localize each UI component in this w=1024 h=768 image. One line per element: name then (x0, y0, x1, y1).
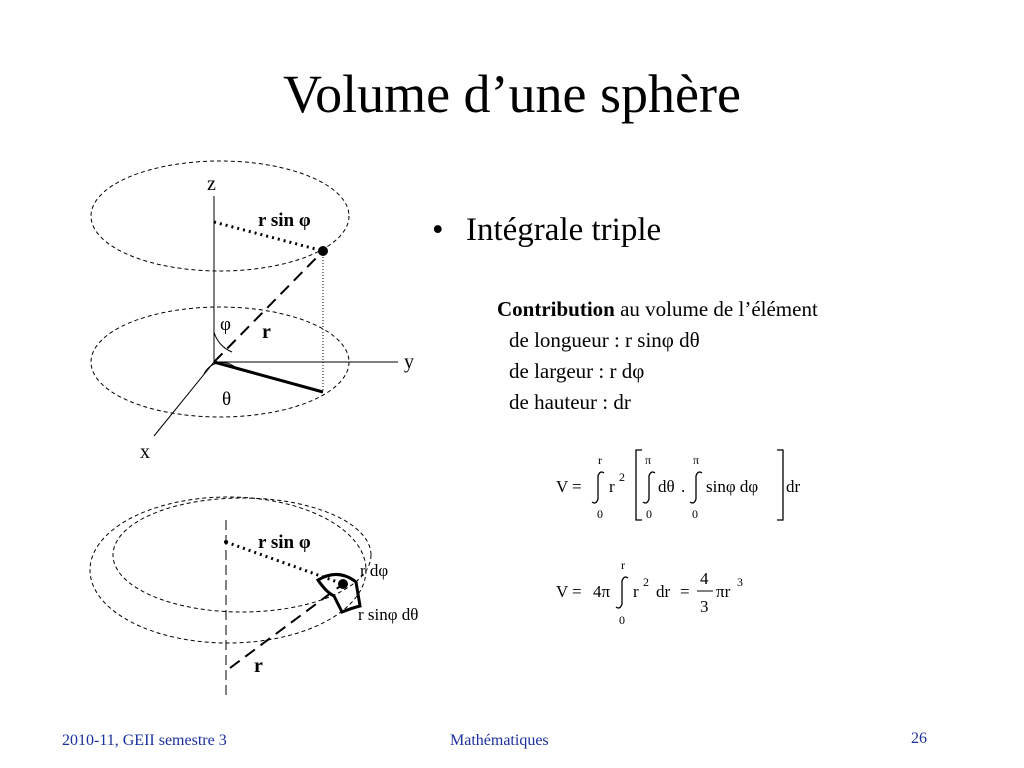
x-axis-label: x (140, 441, 150, 463)
r-sin-phi-label-bottom: r sin φ (258, 532, 311, 553)
f1-dr: dr (786, 477, 801, 496)
triple-integral-formula: V = r 0 r 2 π 0 dθ . π 0 sinφ dφ dr (556, 449, 801, 521)
f1-pi1: π (645, 453, 651, 467)
bullet-dot: • (432, 212, 444, 248)
f2-num: 4 (700, 569, 709, 588)
r-sinphi-dtheta-label: r sinφ dθ (358, 605, 418, 624)
f1-upper-r: r (598, 453, 602, 467)
r-dphi-label: r dφ (360, 561, 388, 580)
volume-element-diagram: r sin φ r dφ r sinφ dθ r (89, 496, 418, 695)
f2-V: V (556, 582, 569, 601)
f1-pi2: π (693, 453, 699, 467)
f1-V: V (556, 477, 569, 496)
f2-cube: 3 (737, 575, 743, 589)
f2-r: r (633, 582, 639, 601)
contribution-bold: Contribution (497, 297, 615, 321)
f2-den: 3 (700, 597, 709, 616)
contribution-heading: Contribution au volume de l’élément (497, 294, 818, 325)
f1-dtheta: dθ (658, 477, 675, 496)
f1-r: r (609, 477, 615, 496)
footer-subject: Mathématiques (450, 732, 549, 749)
width-line: de largeur : r dφ (509, 359, 645, 383)
length-line: de longueur : r sinφ dθ (509, 328, 700, 352)
footer-course: 2010-11, GEII semestre 3 (62, 732, 227, 749)
f2-dr: dr (656, 582, 671, 601)
phi-label: φ (220, 314, 231, 335)
contribution-block: Contribution au volume de l’élément de l… (497, 294, 818, 418)
bullet-text: Intégrale triple (466, 212, 662, 248)
height-line: de hauteur : dr (509, 390, 631, 414)
r-label: r (262, 321, 271, 343)
contribution-rest: au volume de l’élément (614, 297, 818, 321)
f2-upper-r: r (621, 558, 625, 572)
f2-sq: 2 (643, 575, 649, 589)
f2-eq1: = (572, 582, 582, 601)
r-sin-phi-label: r sin φ (258, 210, 311, 231)
f1-sinphi: sinφ dφ (706, 477, 758, 496)
f1-lower-0a: 0 (597, 507, 603, 521)
bullet-item: • Intégrale triple (432, 210, 661, 250)
sphere-axes-diagram: z y x r sin φ r φ θ (90, 160, 414, 463)
r-label-bottom: r (254, 655, 263, 677)
f2-eq2: = (680, 582, 690, 601)
page-number: 26 (911, 730, 927, 747)
slide-title: Volume d’une sphère (283, 64, 741, 124)
y-axis-label: y (404, 351, 414, 373)
f1-lower-0c: 0 (692, 507, 698, 521)
f2-lower-0: 0 (619, 613, 625, 627)
theta-label: θ (222, 389, 231, 410)
z-axis-label: z (207, 173, 216, 195)
f2-4pi: 4π (593, 582, 611, 601)
f1-dot: . (681, 477, 685, 496)
f1-eq: = (572, 477, 582, 496)
volume-result-formula: V = 4π r 0 r 2 dr = 4 3 πr 3 (556, 558, 743, 627)
f2-pir: πr (716, 582, 731, 601)
f1-sq: 2 (619, 470, 625, 484)
f1-lower-0b: 0 (646, 507, 652, 521)
